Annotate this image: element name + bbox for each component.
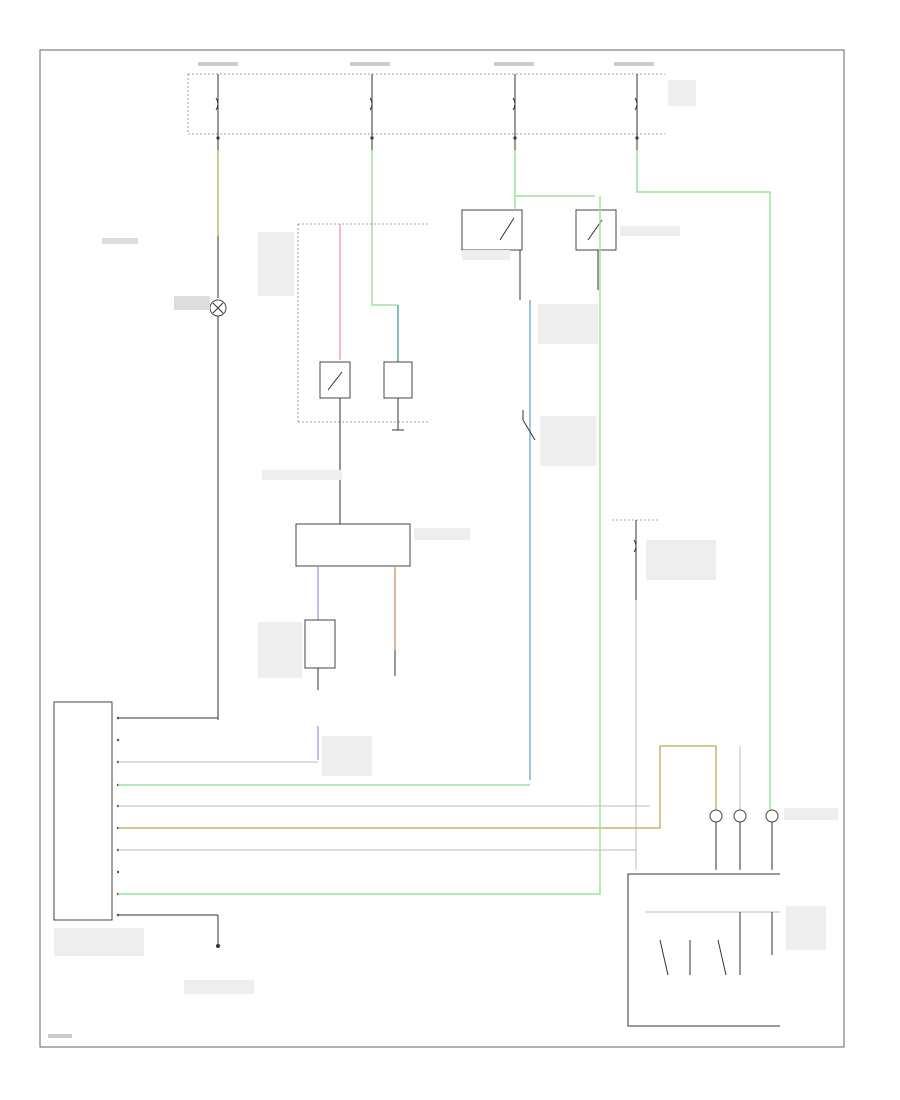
fuse-2 xyxy=(369,74,374,150)
illegible-labels xyxy=(48,62,838,1038)
fuse-1 xyxy=(215,74,220,150)
wire-green-right xyxy=(636,150,771,820)
brake-switch xyxy=(461,209,523,300)
relay-top-right xyxy=(575,209,617,290)
fuse-3 xyxy=(512,74,517,150)
pcm-module xyxy=(53,701,113,921)
clockspring-connectors xyxy=(709,746,779,870)
wire-green-upper xyxy=(371,150,398,306)
speed-control-servo-box xyxy=(295,523,411,567)
relay-coil xyxy=(383,361,413,431)
pcm-wire-6-yellow xyxy=(118,745,717,829)
indicator-lamp xyxy=(209,236,227,720)
fuse-box-outline xyxy=(187,73,665,135)
fuse-4 xyxy=(634,74,639,150)
pcm-pins xyxy=(116,716,120,917)
fuse-box-right xyxy=(612,519,660,870)
relay-switch xyxy=(319,361,351,470)
diagram-frame xyxy=(39,49,845,1048)
relay-outline xyxy=(297,223,430,423)
clutch-switch xyxy=(522,410,536,441)
servo-actuator xyxy=(304,619,336,669)
speed-control-switch-box xyxy=(627,873,780,1027)
pcm-wire-9-green xyxy=(118,196,601,895)
